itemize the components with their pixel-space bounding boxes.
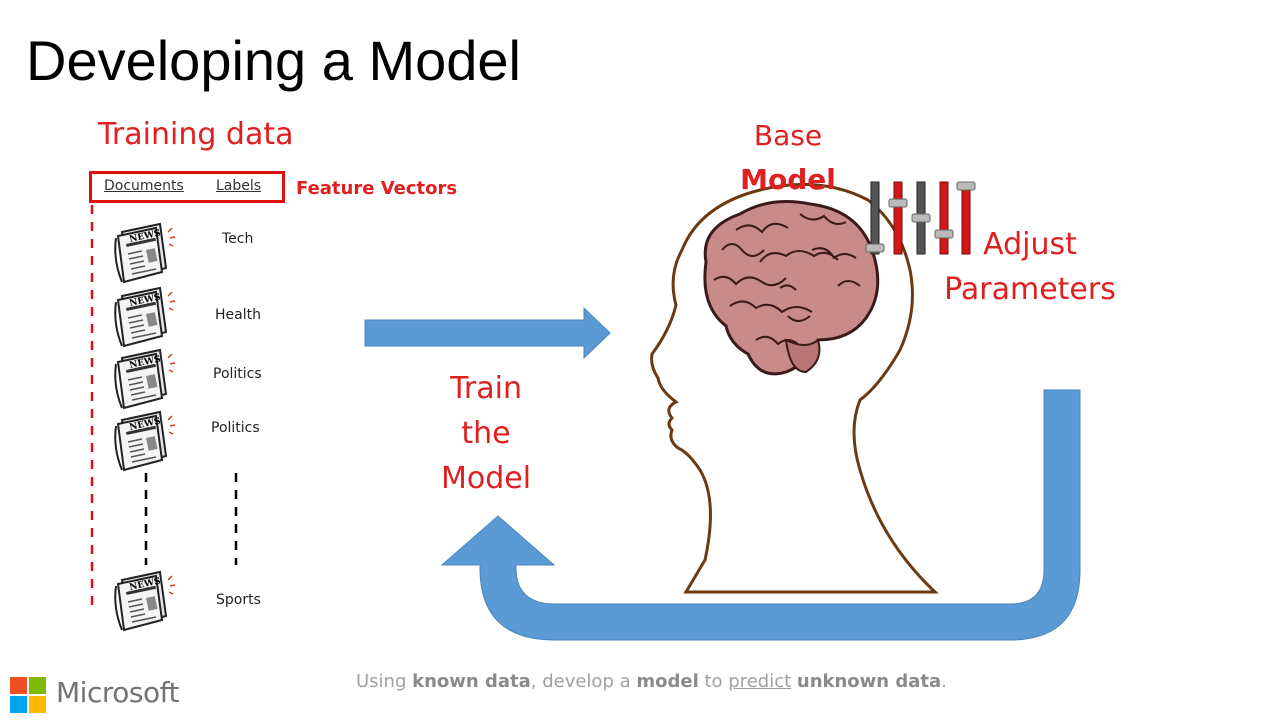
slide-title: Developing a Model (26, 29, 521, 92)
microsoft-wordmark: Microsoft (56, 676, 179, 709)
adjust-parameters-line2: Parameters (944, 272, 1116, 307)
train-model-line2: the (461, 416, 511, 451)
footer-text-5: . (941, 671, 947, 692)
newspaper-icon: NEWS (114, 411, 176, 471)
microsoft-logo-icon (10, 677, 46, 713)
sliders-icon (865, 181, 976, 255)
labels-column-header: Labels (216, 178, 262, 194)
documents-column-header: Documents (104, 178, 184, 194)
adjust-parameters-label: Adjust Parameters (935, 222, 1125, 312)
newspaper-icon: NEWS (114, 287, 176, 347)
document-label-tech: Tech (222, 231, 254, 247)
footer-known-data: known data (412, 671, 531, 692)
train-model-line1: Train (450, 371, 522, 406)
footer-text-1: Using (356, 671, 413, 692)
document-label-health: Health (215, 307, 261, 323)
feedback-arrow (440, 389, 1081, 641)
feature-vectors-label: Feature Vectors (296, 178, 458, 199)
base-model-line1: Base (753, 119, 823, 152)
footer-text-2: , develop a (530, 671, 637, 692)
footer-unknown-data: unknown data (796, 671, 942, 692)
document-label-politics-2: Politics (211, 420, 260, 436)
footer-model: model (636, 671, 699, 692)
feature-vector-header-box (89, 171, 285, 203)
train-arrow (364, 306, 611, 360)
training-data-label: Training data (98, 117, 294, 152)
newspaper-icon: NEWS (114, 571, 176, 631)
train-model-label: Train the Model (430, 366, 542, 501)
document-label-sports: Sports (216, 592, 261, 608)
head-outline (650, 182, 939, 594)
document-label-politics: Politics (213, 366, 262, 382)
train-model-line3: Model (440, 461, 532, 496)
base-model-label: Base Model (700, 114, 876, 202)
footer-text-3: to (698, 671, 729, 692)
newspaper-icon: NEWS (114, 223, 176, 283)
brain-icon (703, 200, 880, 376)
adjust-parameters-line1: Adjust (983, 227, 1077, 262)
base-model-line2: Model (740, 163, 836, 196)
footer-predict: predict (728, 671, 792, 692)
newspaper-icon: NEWS (114, 349, 176, 409)
slide-footer: Using known data, develop a model to pre… (356, 671, 947, 692)
